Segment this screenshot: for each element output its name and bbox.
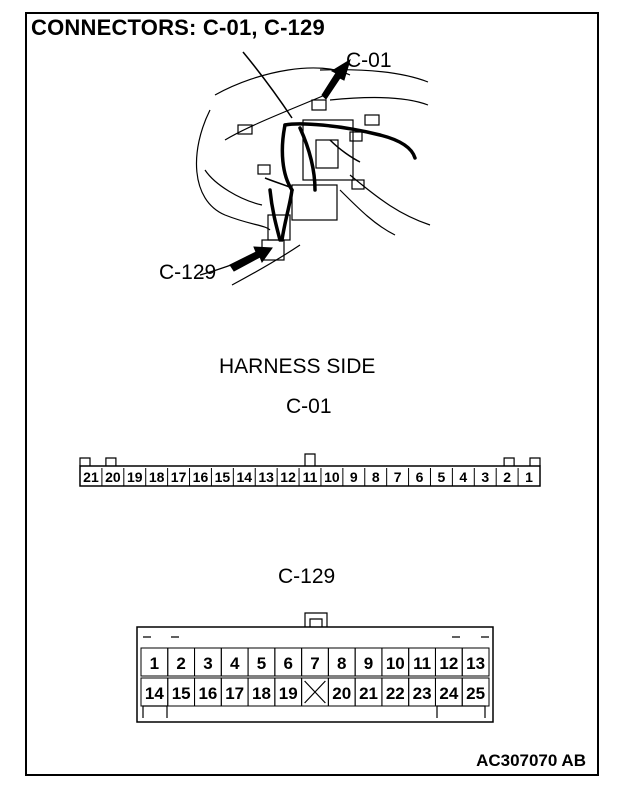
c129-pin-11: 11 (413, 654, 431, 673)
c01-pin-16: 16 (193, 469, 209, 485)
c01-pin-14: 14 (236, 469, 252, 485)
c129-pin-1: 1 (150, 654, 159, 673)
c129-pin-17: 17 (225, 684, 244, 703)
c01-pin-7: 7 (394, 469, 402, 485)
c01-pin-2: 2 (503, 469, 511, 485)
c01-pin-10: 10 (324, 469, 340, 485)
c129-pin-9: 9 (364, 654, 373, 673)
c129-pin-4: 4 (230, 654, 240, 673)
c129-pin-14: 14 (145, 684, 164, 703)
figure-code: AC307070 AB (476, 751, 586, 770)
c01-pin-4: 4 (459, 469, 467, 485)
c129-pin-3: 3 (203, 654, 212, 673)
c01-pin-11: 11 (303, 469, 318, 485)
c01-heading: C-01 (286, 395, 332, 418)
c129-pin-16: 16 (198, 684, 217, 703)
c129-pin-7: 7 (310, 654, 319, 673)
c01-pin-18: 18 (149, 469, 165, 485)
c129-pin-21: 21 (359, 684, 378, 703)
c01-pin-1: 1 (525, 469, 533, 485)
c01-arrow (321, 58, 351, 100)
c129-cell (461, 647, 490, 677)
c01-pin-20: 20 (105, 469, 121, 485)
c01-pin-17: 17 (171, 469, 187, 485)
c129-pin-22: 22 (386, 684, 405, 703)
callout-c01-label: C-01 (346, 49, 392, 72)
c129-pin-13: 13 (466, 654, 485, 673)
c129-pin-12: 12 (439, 654, 458, 673)
c129-pin-6: 6 (283, 654, 292, 673)
c129-pin-25: 25 (466, 684, 485, 703)
c129-pin-23: 23 (413, 684, 432, 703)
callout-c129-label: C-129 (159, 261, 217, 284)
c129-key (304, 612, 328, 627)
c129-pin-20: 20 (332, 684, 351, 703)
c129-pin-15: 15 (172, 684, 191, 703)
c01-pin-15: 15 (215, 469, 231, 485)
c129-latches (142, 636, 489, 718)
harness-side-label: HARNESS SIDE (219, 355, 376, 378)
c01-pin-5: 5 (438, 469, 446, 485)
c01-pin-6: 6 (416, 469, 424, 485)
c129-arrow (229, 246, 273, 272)
c01-pin-3: 3 (481, 469, 489, 485)
c129-heading: C-129 (278, 565, 336, 588)
c01-locks (79, 453, 541, 466)
diagram-frame (25, 12, 599, 776)
c01-pin-9: 9 (350, 469, 358, 485)
c129-pin-24: 24 (439, 684, 458, 703)
c129-pin-5: 5 (257, 654, 266, 673)
c01-pin-19: 19 (127, 469, 143, 485)
c129-cell (461, 677, 490, 707)
page-title: CONNECTORS: C-01, C-129 (31, 15, 325, 40)
c129-pin-2: 2 (176, 654, 185, 673)
c01-body (79, 465, 541, 487)
c01-pin-8: 8 (372, 469, 380, 485)
c129-pin-19: 19 (279, 684, 298, 703)
c129-empty-cavity (304, 680, 326, 704)
c01-pin-13: 13 (258, 469, 274, 485)
c129-pin-10: 10 (386, 654, 405, 673)
c129-pin-8: 8 (337, 654, 346, 673)
c01-pin-12: 12 (280, 469, 296, 485)
c129-pin-18: 18 (252, 684, 271, 703)
c01-pin-21: 21 (83, 469, 99, 485)
c129-body (136, 626, 494, 723)
